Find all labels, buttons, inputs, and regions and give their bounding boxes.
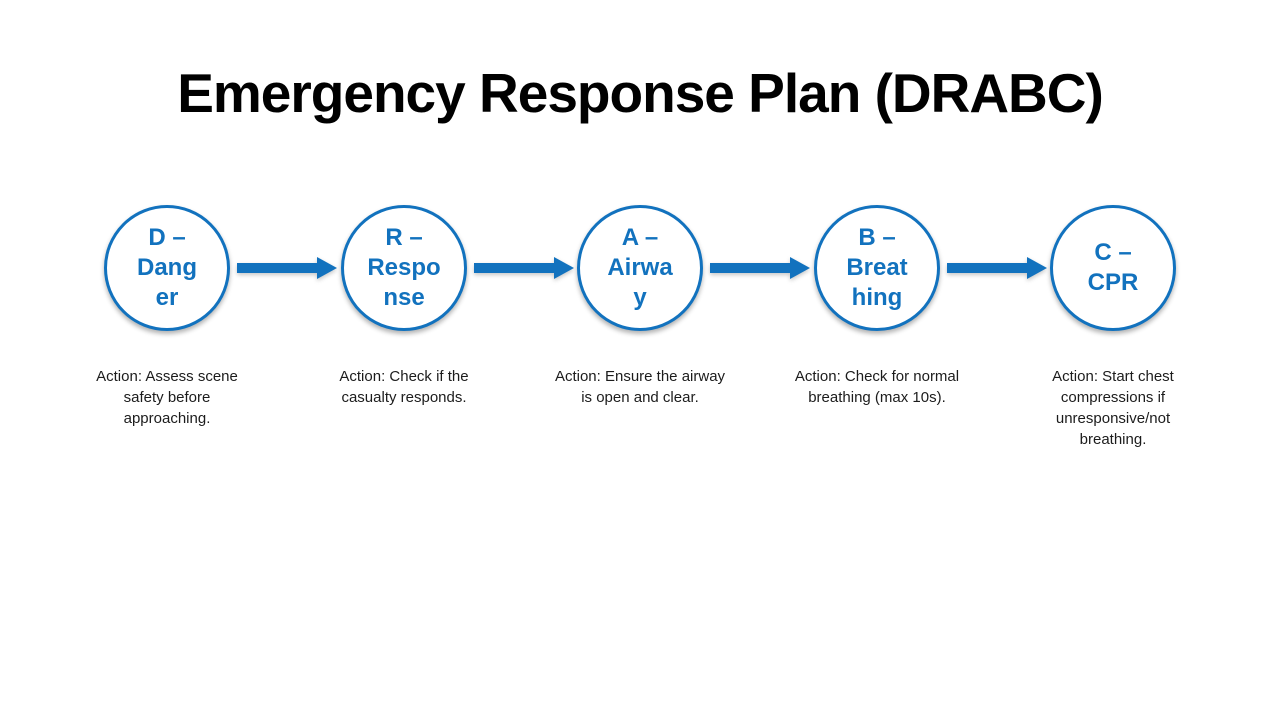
arrow-head-icon [317,257,337,279]
step-label-airway: A – Airwa y [607,224,673,311]
arrow-head-icon [1027,257,1047,279]
step-circle-breathing: B – Breat hing [814,205,940,331]
step-label-response: R – Respo nse [367,224,441,311]
step-circle-cpr: C – CPR [1050,205,1176,331]
step-circle-airway: A – Airwa y [577,205,703,331]
slide-title: Emergency Response Plan (DRABC) [177,62,1104,124]
arrow-shaft [947,263,1027,273]
step-label-danger: D – Dang er [137,224,197,311]
arrow-shaft [474,263,554,273]
step-action-response: Action: Check if the casualty responds. [339,368,469,406]
step-circle-response: R – Respo nse [341,205,467,331]
flow-arrow-3 [710,257,810,279]
arrow-shaft [710,263,790,273]
arrow-head-icon [790,257,810,279]
arrow-shaft [237,263,317,273]
step-circle-danger: D – Dang er [104,205,230,331]
flow-arrow-4 [947,257,1047,279]
step-label-cpr: C – CPR [1087,239,1139,296]
step-label-breathing: B – Breat hing [846,224,908,311]
step-action-breathing: Action: Check for normal breathing (max … [794,368,960,406]
step-action-cpr: Action: Start chest compressions if unre… [1052,368,1174,448]
step-action-airway: Action: Ensure the airway is open and cl… [554,368,726,406]
step-action-danger: Action: Assess scene safety before appro… [96,368,238,427]
arrow-head-icon [554,257,574,279]
flow-arrow-2 [474,257,574,279]
flow-arrow-1 [237,257,337,279]
